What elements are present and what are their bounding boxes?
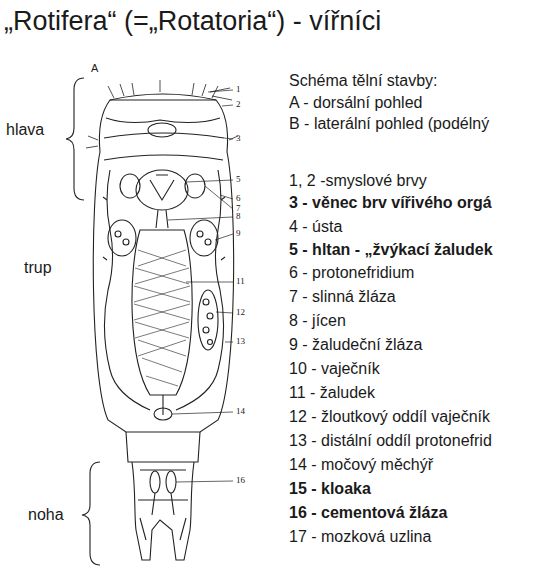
stomach (132, 230, 192, 395)
brain (148, 123, 176, 137)
region-label: trup (24, 259, 52, 277)
callout-number: 3 (236, 133, 241, 143)
legend-line: 12 - žloutkový oddíl vaječník (289, 408, 490, 426)
title: „Rotifera“ (=„Rotatoria“) - vířníci (4, 6, 381, 37)
bladder (154, 408, 172, 420)
legend-line: A - dorsální pohled (289, 94, 422, 112)
legend-line: 4 - ústa (289, 218, 342, 236)
head-outline (99, 100, 227, 152)
callout-number: 5 (236, 174, 241, 184)
legend-line: 13 - distální oddíl protonefrid (289, 432, 492, 450)
legend-line: 1, 2 -smyslové brvy (289, 172, 427, 190)
region-label: hlava (6, 121, 44, 139)
callout-number: 9 (236, 228, 241, 238)
callout-number: 12 (236, 307, 245, 317)
legend-line: 8 - jícen (289, 312, 346, 330)
legend-line: 7 - slinná žláza (289, 288, 396, 306)
protonephridium (104, 170, 150, 410)
legend-line: 16 - cementová žláza (289, 504, 447, 522)
callout-number: 16 (236, 475, 245, 485)
cement-gland (150, 471, 160, 493)
corona (110, 94, 216, 100)
foot-outline (132, 462, 194, 560)
legend-line: B - laterální pohled (podélný (289, 115, 489, 133)
legend-line: 15 - kloaka (289, 480, 371, 498)
legend-line: 10 - vaječník (289, 360, 380, 378)
legend-line: 5 - hltan - „žvýkací žaludek (289, 241, 493, 259)
legend-line: 11 - žaludek (289, 384, 375, 402)
leader-lines (168, 90, 233, 482)
callout-number: 2 (236, 99, 241, 109)
mastax (136, 170, 188, 210)
legend-line: 6 - protonefridium (289, 264, 414, 282)
callout-number: 14 (236, 406, 245, 416)
head-bracket (66, 78, 84, 200)
legend-line: 14 - močový měchýř (289, 456, 433, 474)
legend-line: 9 - žaludeční žláza (289, 336, 422, 354)
callout-number: 6 (236, 193, 241, 203)
region-label: noha (28, 506, 64, 524)
callout-number: 11 (236, 276, 245, 286)
vitellarium (198, 290, 218, 350)
callout-number: 8 (236, 211, 241, 221)
callout-number: 1 (236, 84, 241, 94)
foot-bracket (82, 462, 100, 565)
callout-number: 13 (236, 336, 245, 346)
view-letter: A (91, 62, 98, 75)
legend-line: 3 - věnec brv vířivého orgá (289, 194, 492, 212)
legend-line: 17 - mozková uzlina (289, 528, 431, 546)
trunk-outline (93, 152, 233, 432)
legend-heading: Schéma tělní stavby: (289, 72, 438, 90)
